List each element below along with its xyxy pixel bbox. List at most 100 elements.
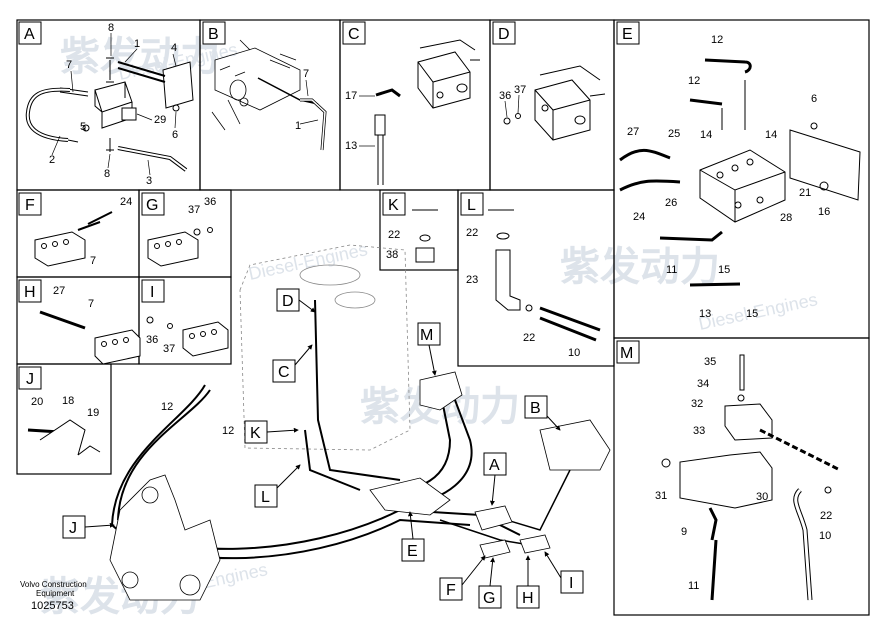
marker-a: A — [483, 452, 507, 506]
svg-text:B: B — [208, 26, 219, 43]
panel-l-callouts: 22 23 22 10 — [466, 227, 580, 359]
panel-label-l: L — [460, 192, 484, 216]
svg-text:20: 20 — [31, 396, 43, 408]
panel-b-drawing — [211, 39, 327, 151]
svg-text:6: 6 — [811, 93, 817, 105]
svg-text:27: 27 — [53, 285, 65, 297]
panel-d-drawing — [503, 65, 606, 141]
panel-k-drawing — [412, 209, 438, 263]
marker-h: H — [516, 555, 540, 609]
svg-text:36: 36 — [146, 334, 158, 346]
panel-label-k: K — [382, 192, 406, 216]
panel-i-frame — [138, 276, 232, 365]
panel-label-j: J — [18, 366, 42, 390]
panel-label-b: B — [202, 21, 226, 45]
marker-k: K — [244, 420, 299, 444]
svg-text:D: D — [282, 293, 294, 310]
marker-j: J — [62, 515, 115, 539]
panel-b-callouts: 7 1 — [295, 68, 309, 132]
panel-e-drawing — [619, 58, 861, 287]
svg-text:15: 15 — [746, 308, 758, 320]
svg-text:E: E — [407, 543, 418, 560]
svg-text:21: 21 — [799, 187, 811, 199]
panel-c-leaders — [359, 95, 375, 147]
panel-m-drawing — [661, 354, 841, 601]
svg-text:B: B — [530, 400, 541, 417]
figure-id: 1025753 — [31, 600, 74, 612]
svg-text:12: 12 — [222, 425, 234, 437]
panel-labels: A B C D E F G H I J K L M — [18, 21, 640, 390]
svg-text:16: 16 — [818, 206, 830, 218]
marker-f: F — [439, 555, 486, 601]
svg-text:33: 33 — [693, 425, 705, 437]
svg-text:15: 15 — [718, 264, 730, 276]
svg-text:25: 25 — [668, 128, 680, 140]
panel-label-f: F — [18, 192, 42, 216]
main-view-callouts: 12 12 — [161, 401, 234, 437]
panel-d-callouts: 36 37 — [499, 84, 526, 102]
small-valve-blocks — [34, 211, 229, 365]
panel-g-block — [147, 227, 213, 267]
panel-m-callouts: 35 34 32 33 31 30 9 22 10 11 — [655, 356, 832, 592]
svg-text:24: 24 — [120, 196, 132, 208]
panel-l-frame — [457, 189, 615, 367]
svg-text:31: 31 — [655, 490, 667, 502]
panel-h-block — [39, 310, 141, 365]
panel-j-frame — [16, 363, 112, 475]
marker-g: G — [478, 557, 502, 609]
panel-d-leaders — [504, 94, 520, 118]
panel-label-g: G — [141, 192, 165, 216]
svg-text:36: 36 — [499, 90, 511, 102]
svg-text:I: I — [150, 284, 154, 301]
svg-text:L: L — [261, 489, 270, 506]
svg-text:11: 11 — [688, 580, 699, 592]
svg-text:13: 13 — [699, 308, 711, 320]
svg-text:7: 7 — [90, 255, 96, 267]
panel-label-e: E — [616, 21, 640, 45]
svg-text:I: I — [569, 575, 573, 592]
svg-text:K: K — [250, 425, 261, 442]
bracket-21 — [789, 129, 861, 201]
panel-m-frame — [613, 337, 870, 616]
svg-text:37: 37 — [188, 204, 200, 216]
svg-text:14: 14 — [765, 129, 777, 141]
svg-text:22: 22 — [388, 229, 400, 241]
svg-text:19: 19 — [87, 407, 99, 419]
panel-fghi-callouts: 24 7 37 36 27 7 36 37 — [53, 196, 216, 355]
svg-text:12: 12 — [711, 34, 723, 46]
panel-c-callouts: 17 13 — [345, 90, 357, 152]
panel-b-leaders — [299, 79, 319, 125]
panel-l-drawing — [488, 209, 601, 342]
svg-text:H: H — [24, 284, 36, 301]
svg-text:7: 7 — [66, 59, 72, 71]
panel-label-h: H — [18, 279, 42, 303]
svg-text:K: K — [388, 197, 399, 214]
svg-text:8: 8 — [108, 22, 114, 34]
panel-a-leaders — [51, 33, 177, 176]
marker-e: E — [401, 511, 425, 562]
svg-text:26: 26 — [665, 197, 677, 209]
svg-text:28: 28 — [780, 212, 792, 224]
svg-text:C: C — [278, 364, 290, 381]
panel-c-drawing — [374, 39, 480, 185]
panel-j-drawing — [27, 419, 101, 456]
watermark-brand: 紫发动力 — [60, 35, 220, 79]
svg-text:2: 2 — [49, 154, 55, 166]
main-view-drawing — [109, 244, 611, 601]
marker-b: B — [524, 395, 561, 431]
bracket-4 — [162, 61, 194, 109]
svg-text:12: 12 — [688, 75, 700, 87]
panel-f-block — [34, 211, 113, 267]
svg-text:23: 23 — [466, 274, 478, 286]
svg-text:5: 5 — [80, 121, 86, 133]
svg-text:27: 27 — [627, 126, 639, 138]
footer-line1: Volvo Construction — [20, 580, 87, 589]
svg-text:F: F — [446, 582, 456, 599]
svg-text:A: A — [24, 26, 35, 43]
svg-text:H: H — [522, 590, 534, 607]
svg-text:29: 29 — [154, 114, 166, 126]
svg-text:35: 35 — [704, 356, 716, 368]
svg-text:14: 14 — [700, 129, 712, 141]
panel-j-callouts: 20 18 19 — [31, 395, 99, 419]
